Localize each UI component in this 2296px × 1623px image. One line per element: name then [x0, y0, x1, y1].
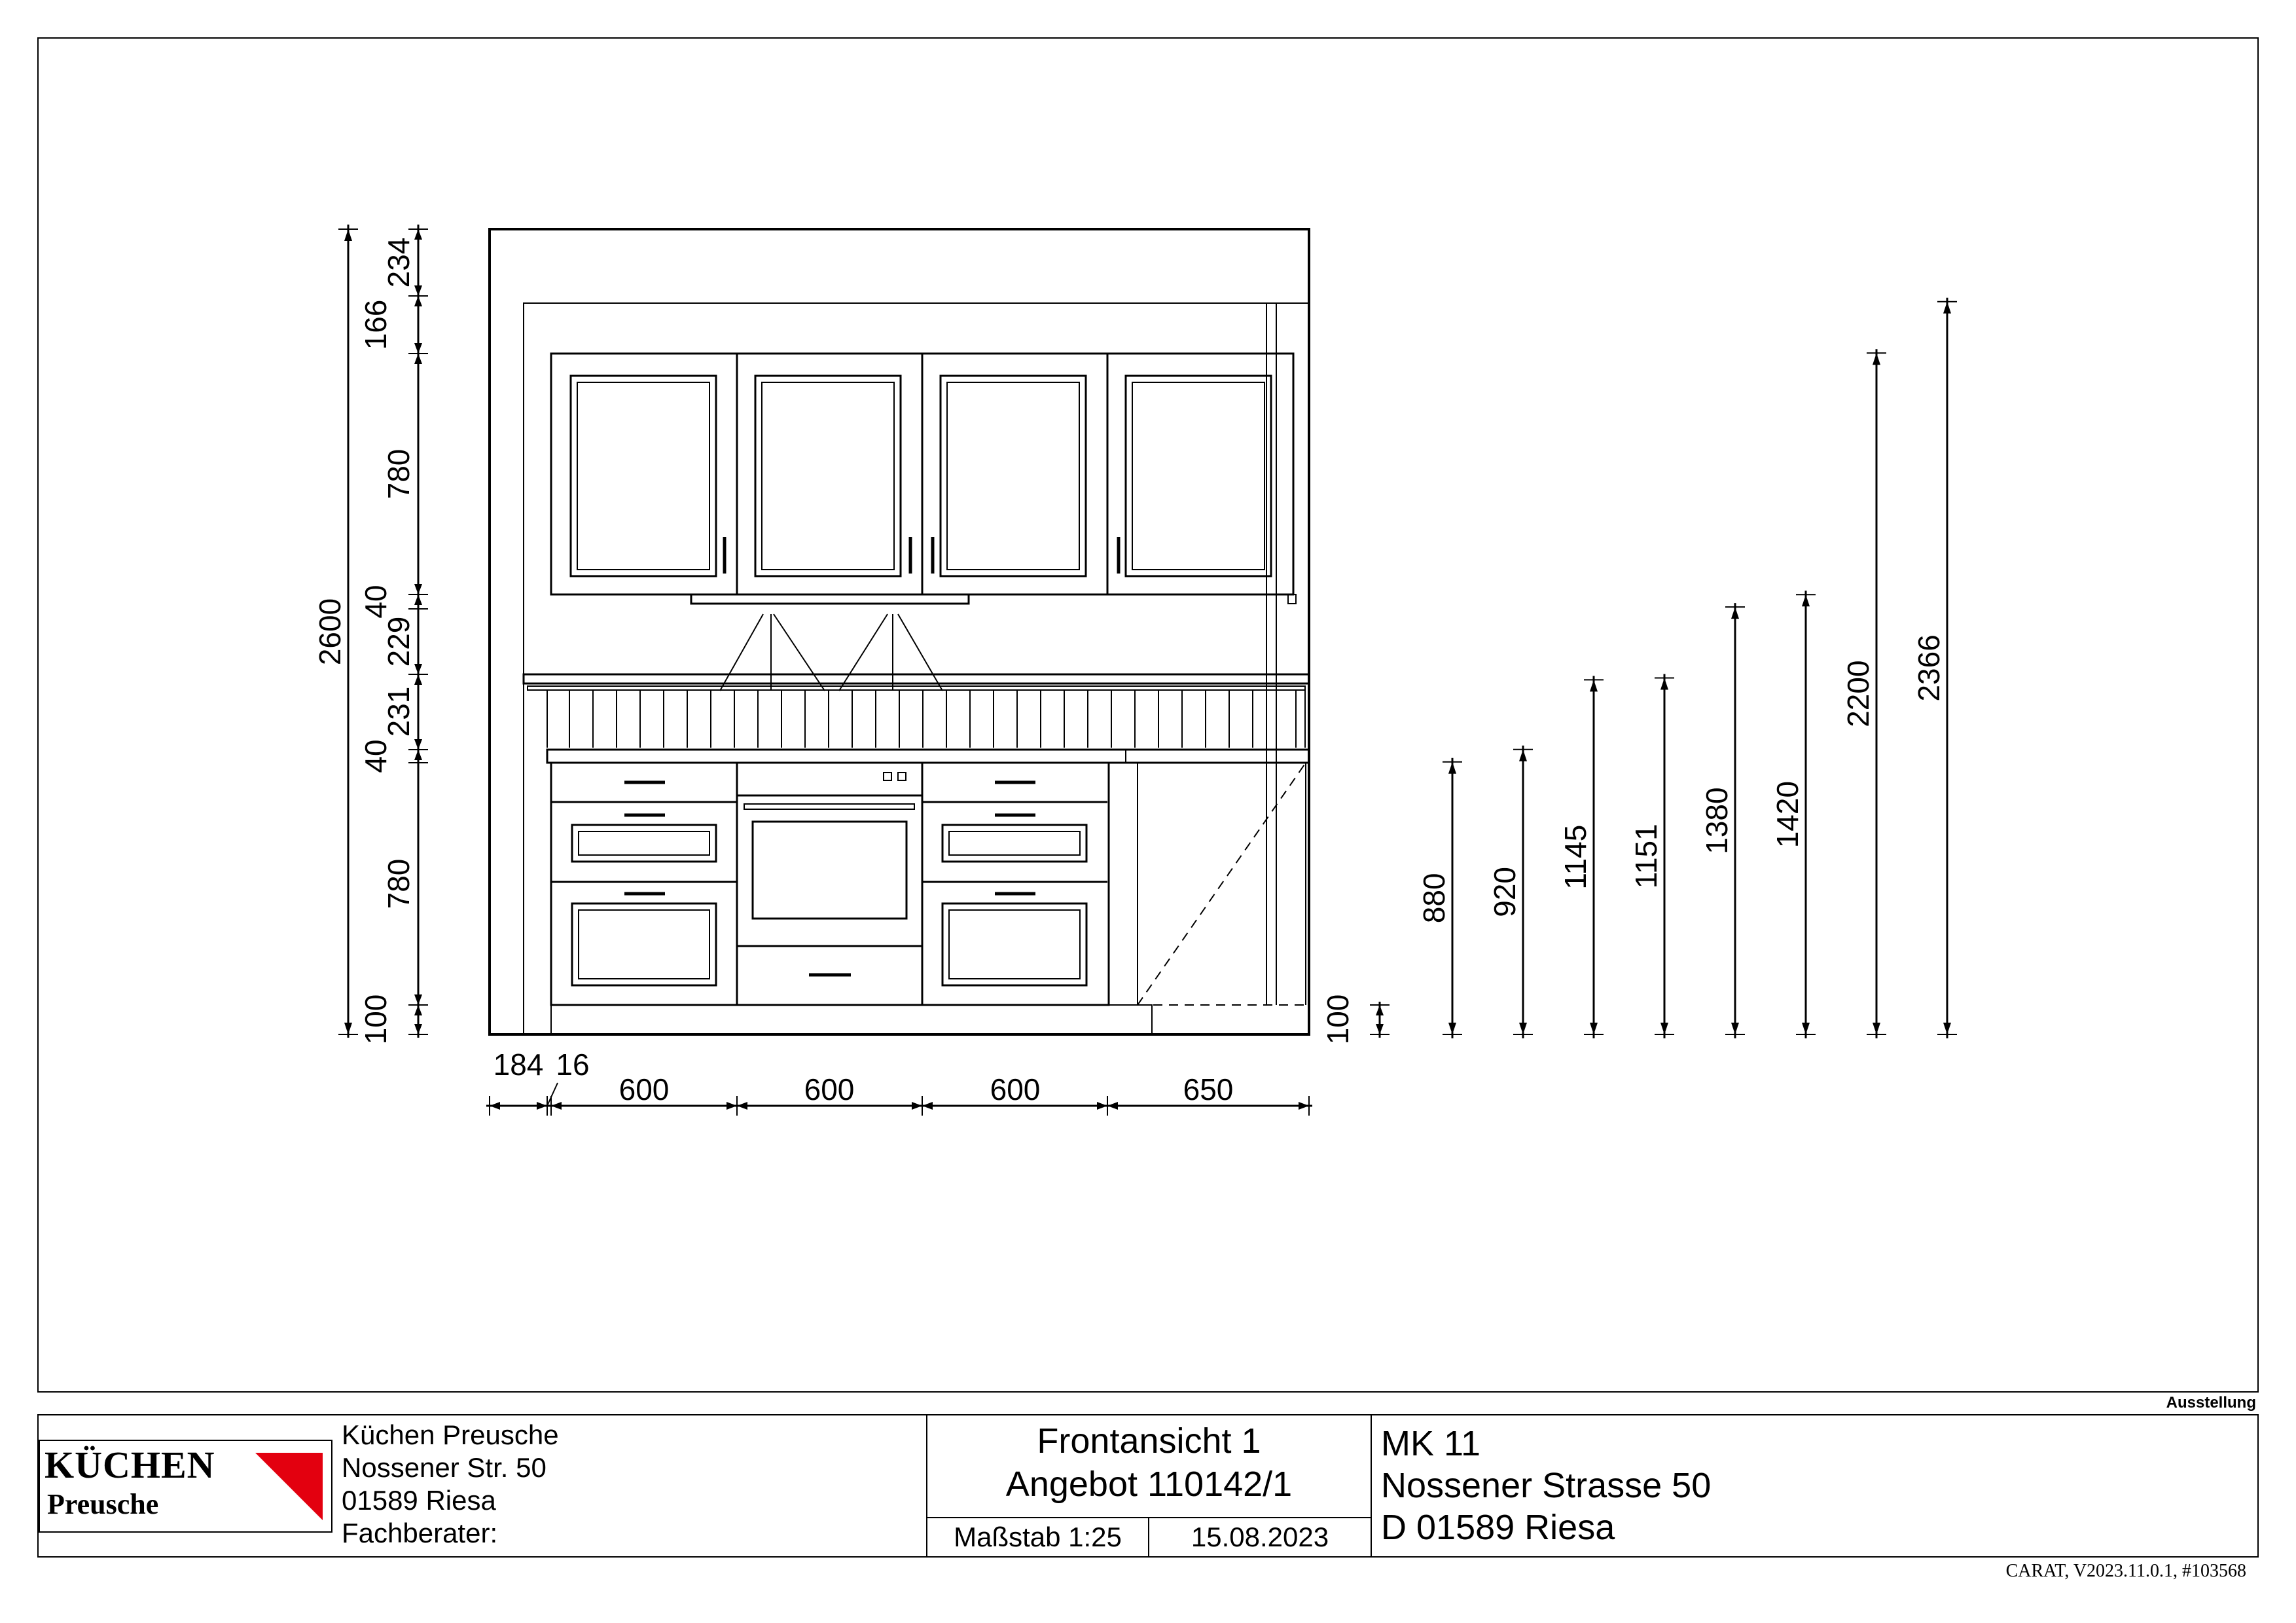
dim-width-600-c: 600 [990, 1072, 1041, 1106]
dim-width-184: 184 [493, 1048, 544, 1082]
dimension-lines [338, 225, 1390, 1116]
height-marker-2200-top-arrow [1873, 353, 1880, 365]
dim-width-650: 650 [1183, 1072, 1234, 1106]
height-marker-1420-label: 1420 [1770, 781, 1804, 848]
advisor-label: Fachberater: [342, 1518, 498, 1548]
height-markers: 880 920 1145 1151 1380 1420 2200 2366 [1417, 297, 1957, 1038]
base-cabinets [550, 761, 1306, 1035]
dim-width-600-a: 600 [619, 1072, 670, 1106]
dim-total-2600: 2600 [313, 598, 347, 665]
client-line1: MK 11 [1381, 1424, 1481, 1463]
height-marker-2366-top-arrow [1943, 301, 1951, 314]
dim-seg-40-lower: 40 [359, 739, 393, 773]
dim-seg-780-upper: 780 [382, 449, 416, 500]
height-marker-880-top-arrow [1448, 761, 1456, 774]
height-marker-1151-top-arrow [1660, 678, 1668, 690]
height-marker-920-label: 920 [1488, 867, 1522, 917]
dim-seg-231: 231 [382, 687, 416, 737]
height-marker-2366: 2366 [1912, 297, 1957, 1038]
height-marker-2366-label: 2366 [1912, 634, 1946, 701]
height-marker-1145-top-arrow [1590, 680, 1598, 692]
height-marker-2200-label: 2200 [1841, 660, 1875, 727]
height-marker-1151-floor-arrow [1660, 1023, 1668, 1034]
dim-plinth-right-100: 100 [1321, 994, 1355, 1045]
height-marker-920: 920 [1488, 745, 1533, 1038]
logo-line1: KÜCHEN [45, 1444, 215, 1486]
height-marker-1151: 1151 [1629, 674, 1674, 1038]
ausstellung-label: Ausstellung [2166, 1394, 2256, 1412]
company-street: Nossener Str. 50 [342, 1452, 547, 1483]
dim-seg-40-upper: 40 [359, 585, 393, 618]
height-marker-920-floor-arrow [1519, 1023, 1527, 1034]
dim-seg-229: 229 [382, 617, 416, 667]
view-title: Frontansicht 1 [1037, 1421, 1261, 1461]
height-marker-1380-floor-arrow [1731, 1023, 1739, 1034]
extractor-hood [690, 593, 970, 691]
client-line2: Nossener Strasse 50 [1381, 1466, 1712, 1505]
dim-seg-166: 166 [359, 300, 393, 350]
height-marker-880: 880 [1417, 757, 1462, 1038]
client-line3: D 01589 Riesa [1381, 1508, 1615, 1547]
height-marker-1145-label: 1145 [1558, 825, 1592, 890]
company-name: Küchen Preusche [342, 1419, 559, 1450]
kitchen-elevation [488, 228, 1310, 1036]
wall-cabinets [550, 352, 1297, 604]
dim-seg-234: 234 [382, 238, 416, 288]
titleblock-grid [39, 1415, 1372, 1557]
height-marker-880-label: 880 [1417, 873, 1451, 923]
offer-number: Angebot 110142/1 [1005, 1465, 1293, 1504]
dim-seg-780-lower: 780 [382, 859, 416, 909]
wall-outline [488, 228, 1310, 1036]
height-marker-1380-top-arrow [1731, 607, 1739, 619]
height-marker-2200: 2200 [1841, 349, 1886, 1038]
company-city: 01589 Riesa [342, 1485, 496, 1516]
height-marker-1145-floor-arrow [1590, 1023, 1598, 1034]
height-marker-1380: 1380 [1700, 603, 1745, 1038]
logo-line2: Preusche [47, 1488, 159, 1520]
worktop [546, 748, 1310, 764]
height-marker-2200-floor-arrow [1873, 1023, 1880, 1034]
backsplash [522, 673, 1310, 748]
scale-label: Maßstab 1:25 [954, 1522, 1122, 1552]
height-marker-880-floor-arrow [1448, 1023, 1456, 1034]
footer-software: CARAT, V2023.11.0.1, #103568 [2006, 1561, 2246, 1581]
dim-width-600-b: 600 [804, 1072, 855, 1106]
height-marker-1145: 1145 [1558, 676, 1604, 1038]
dim-seg-100: 100 [359, 994, 393, 1045]
height-marker-1420-floor-arrow [1802, 1023, 1810, 1034]
height-marker-1380-label: 1380 [1700, 787, 1734, 854]
height-marker-1151-label: 1151 [1629, 824, 1663, 888]
dim-width-16: 16 [556, 1048, 589, 1082]
height-marker-1420-top-arrow [1802, 594, 1810, 607]
date-label: 15.08.2023 [1191, 1522, 1329, 1552]
height-marker-1420: 1420 [1770, 591, 1816, 1038]
dimension-labels: 2600 234 166 780 40 229 231 40 780 100 1… [313, 238, 1355, 1106]
height-marker-920-top-arrow [1519, 749, 1527, 761]
height-marker-2366-floor-arrow [1943, 1023, 1951, 1034]
drawing-frame [37, 37, 2259, 1393]
logo-triangle [255, 1453, 323, 1520]
